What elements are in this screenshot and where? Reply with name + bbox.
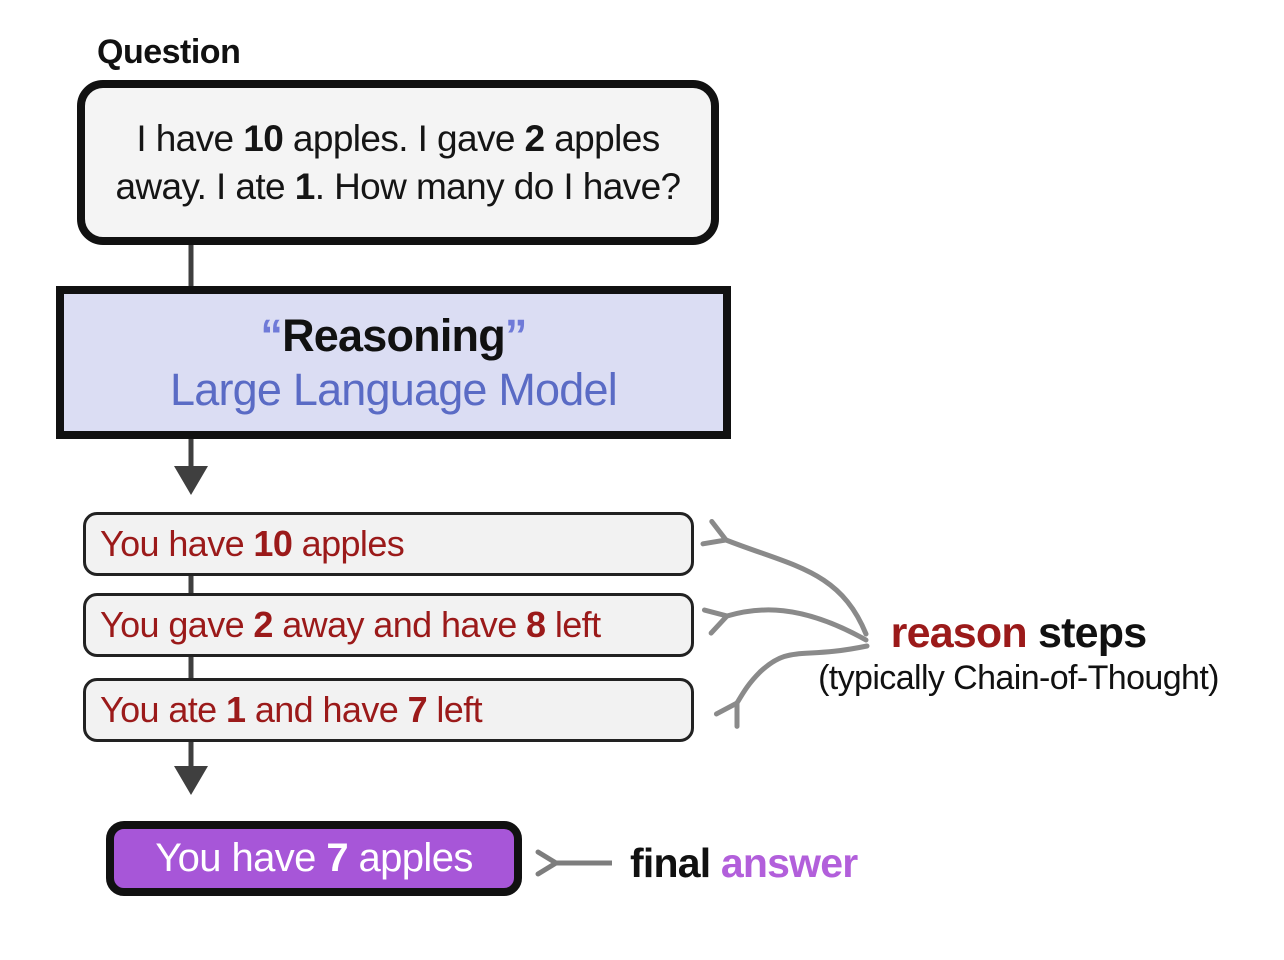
reasoning-subtitle: Large Language Model [170,363,618,415]
question-box: I have 10 apples. I gave 2 apples away. … [77,80,719,245]
open-quote: “ [260,310,283,362]
final-answer-annotation: final answer [630,840,858,887]
reason-step-2-text: You gave 2 away and have 8 left [100,604,601,645]
final-answer-box: You have 7 apples [106,821,522,896]
cot-note: (typically Chain-of-Thought) [818,659,1219,698]
reasoning-word: Reasoning [282,310,506,362]
answer-word: answer [720,840,858,886]
reason-step-3-text: You ate 1 and have 7 left [100,689,483,730]
question-label: Question [97,33,241,71]
reason-step-3: You ate 1 and have 7 left [83,678,694,742]
reason-step-2: You gave 2 away and have 8 left [83,593,694,657]
final-answer-text: You have 7 apples [155,836,473,880]
curved-arrow-icon [713,643,870,729]
final-word: final [630,840,721,886]
reasoning-llm-box: “Reasoning” Large Language Model [56,286,731,439]
curved-arrow-icon [700,519,869,637]
steps-word: steps [1026,609,1147,657]
close-quote: ” [504,310,527,362]
reason-steps-title: reason steps [791,609,1246,657]
reasoning-title: “Reasoning” [260,310,527,362]
reason-step-1: You have 10 apples [83,512,694,576]
reason-word: reason [890,609,1028,657]
reason-steps-annotation: reason steps (typically Chain-of-Thought… [791,609,1246,698]
down-arrow-icon [174,741,208,795]
question-text: I have 10 apples. I gave 2 apples away. … [115,117,681,207]
reason-step-1-text: You have 10 apples [100,523,405,564]
curved-arrow-icon [701,607,869,643]
down-arrow-icon [174,435,208,495]
